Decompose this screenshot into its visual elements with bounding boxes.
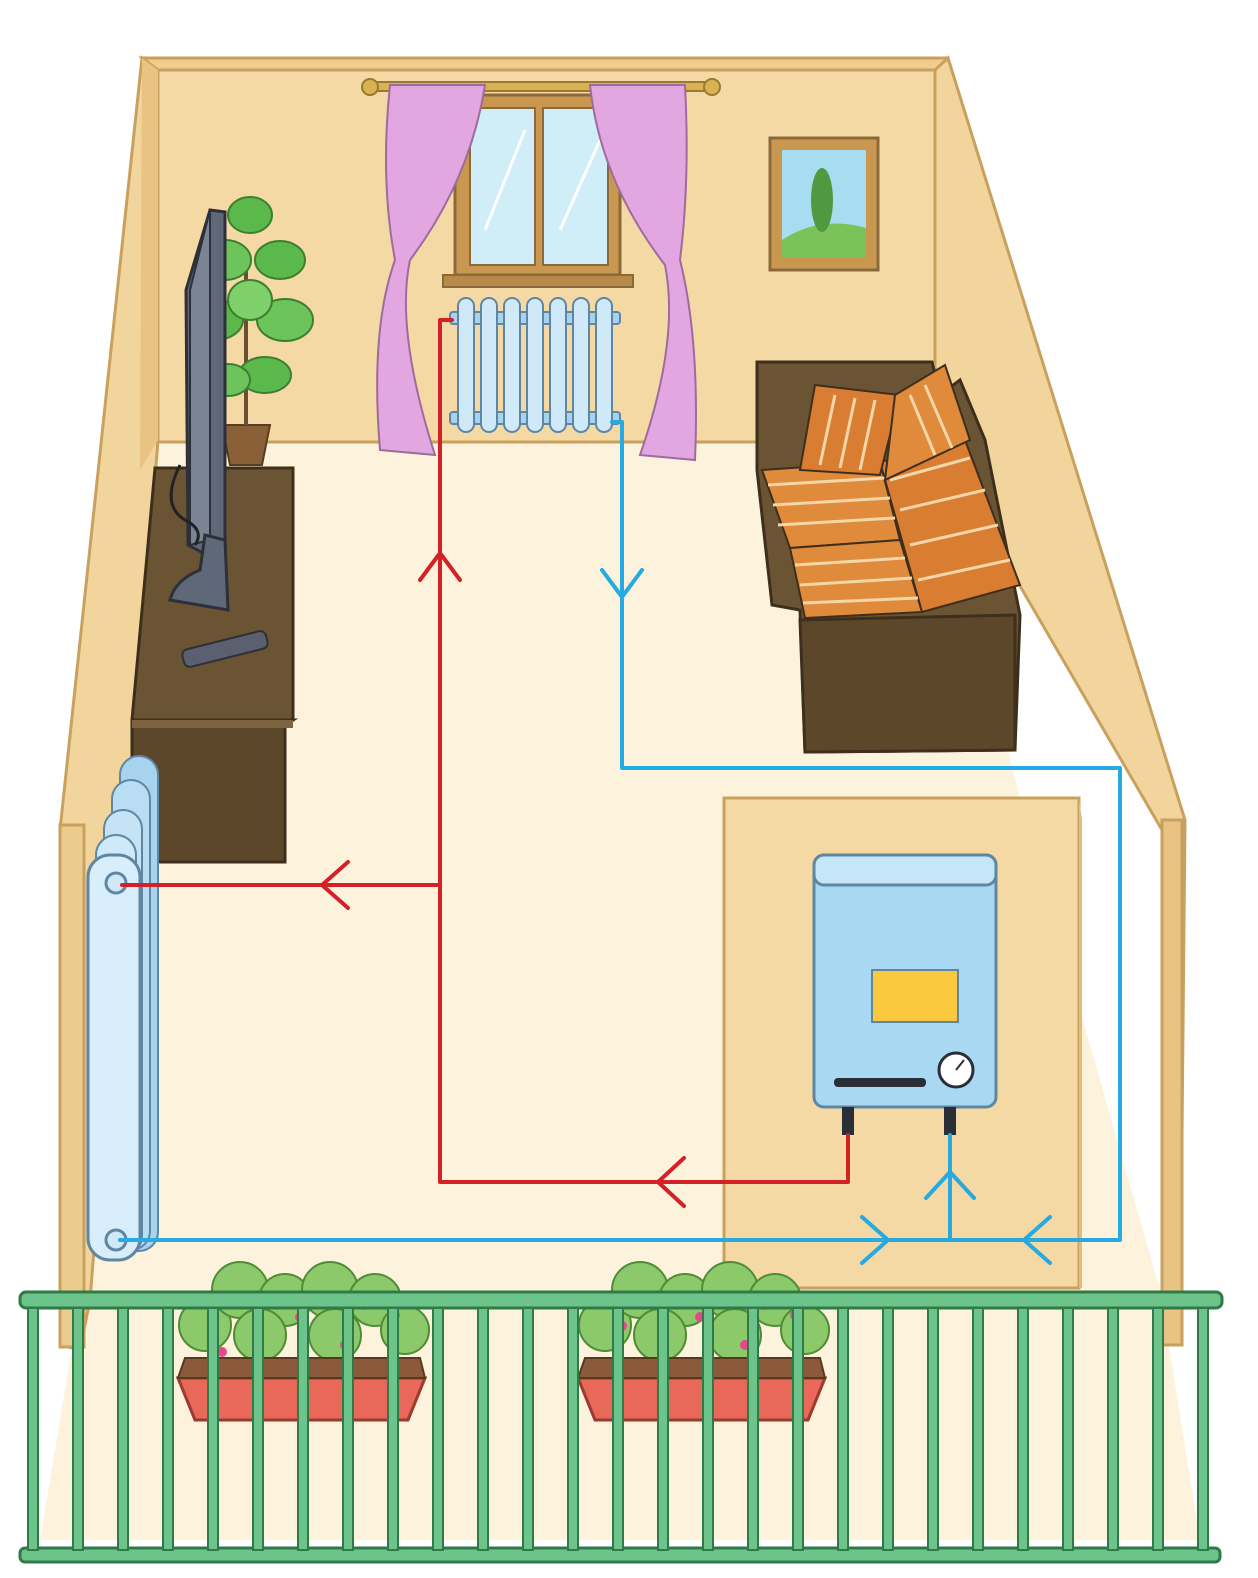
hot-arrow-left-radiator [320,860,350,910]
hot-arrow-up [418,551,462,582]
railing-baluster [1062,1307,1074,1551]
cold-arrow-up [924,1170,976,1200]
return-water-pipe [118,420,1122,1265]
picture-frame [768,136,880,272]
curtain-right [588,84,697,462]
railing-baluster [747,1307,759,1551]
railing-baluster [72,1307,84,1551]
railing-baluster [117,1307,129,1551]
railing-baluster [882,1307,894,1551]
cold-arrow-right [860,1215,890,1265]
railing-baluster [972,1307,984,1551]
railing-baluster [342,1307,354,1551]
railing-baluster [522,1307,534,1551]
railing-baluster [27,1307,39,1551]
railing-baluster [927,1307,939,1551]
railing-baluster [162,1307,174,1551]
boiler [812,853,998,1135]
railing-baluster [297,1307,309,1551]
tv-remote [181,630,269,668]
railing-baluster [387,1307,399,1551]
wall-top-rim [138,56,950,72]
balcony-railing [18,1290,1224,1564]
railing-baluster [657,1307,669,1551]
railing-baluster [837,1307,849,1551]
radiator-left [86,755,159,1262]
railing-baluster [1197,1307,1209,1551]
sofa-pillow [798,383,902,477]
sofa [755,360,1022,754]
curtain-left [376,84,487,457]
railing-baluster [1107,1307,1119,1551]
railing-baluster [612,1307,624,1551]
railing-baluster [252,1307,264,1551]
cold-arrow-down [600,568,644,599]
tv [168,208,230,612]
railing-baluster [207,1307,219,1551]
hot-water-pipe [120,318,850,1208]
railing-baluster [702,1307,714,1551]
hot-arrow-left-boiler [656,1156,686,1208]
railing-baluster [477,1307,489,1551]
railing-baluster [792,1307,804,1551]
cold-arrow-left [1022,1215,1052,1265]
railing-baluster [1017,1307,1029,1551]
boiler-display [871,969,959,1023]
railing-baluster [432,1307,444,1551]
window [361,78,721,462]
railing-baluster [567,1307,579,1551]
railing-baluster [1152,1307,1164,1551]
